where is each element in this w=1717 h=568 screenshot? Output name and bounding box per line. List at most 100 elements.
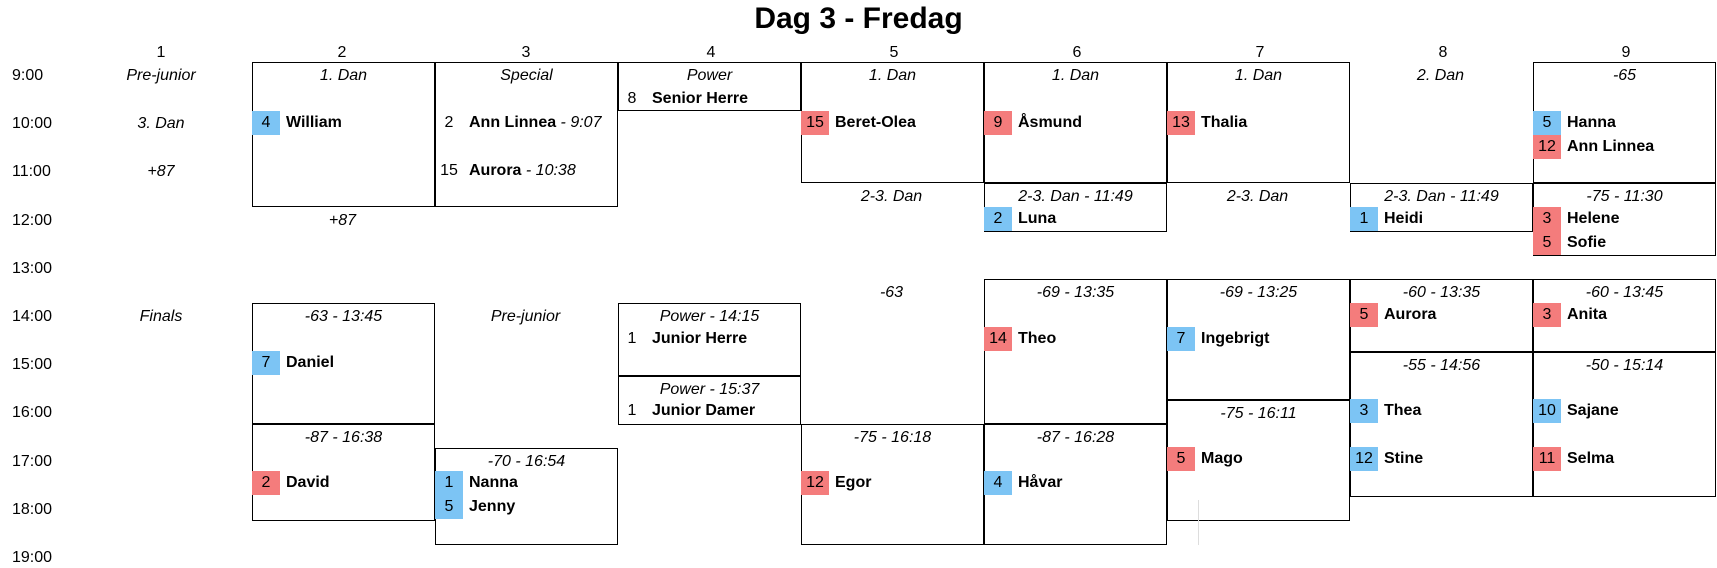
column-number: 4 [706, 44, 716, 61]
seed-number: 12 [1350, 447, 1378, 471]
competitor-name: Ann Linnea [469, 114, 557, 131]
competitor-entry[interactable]: 8 Senior Herre [618, 87, 749, 111]
match-label: Power [686, 67, 733, 84]
division-label: -63 [879, 284, 904, 301]
competitor-name: Beret-Olea [835, 114, 916, 131]
seed-number: 9 [984, 111, 1012, 135]
time-label: 13:00 [12, 259, 53, 277]
match-label: Power - 15:37 [659, 381, 760, 398]
competitor-name: Hanna [1567, 114, 1616, 131]
competitor-entry[interactable]: 14 Theo [984, 327, 1056, 351]
seed-number: 2 [444, 114, 454, 131]
competitor-name: Stine [1384, 450, 1424, 467]
competitor-name: Ann Linnea [1567, 138, 1655, 155]
seed-number: 4 [984, 471, 1012, 495]
seed-number: 1 [627, 402, 637, 419]
competitor-name: Aurora [469, 162, 522, 179]
column-number: 6 [1072, 44, 1082, 61]
competitor-entry[interactable]: 12 Stine [1350, 447, 1423, 471]
match-label: -60 - 13:35 [1402, 284, 1481, 301]
competitor-entry[interactable]: 15 Beret-Olea [801, 111, 916, 135]
competitor-name: Heidi [1384, 210, 1424, 227]
column-number: 2 [337, 44, 347, 61]
competitor-entry[interactable]: 3 Helene [1533, 207, 1619, 231]
match-box [1533, 352, 1716, 497]
seed-number: 5 [1533, 231, 1561, 255]
match-box [618, 62, 801, 111]
column-label: Pre-junior [126, 67, 196, 84]
competitor-name: Håvar [1018, 474, 1063, 491]
competitor-name: Daniel [286, 354, 335, 371]
match-label: -69 - 13:35 [1036, 284, 1115, 301]
match-box [618, 303, 801, 376]
column-label: +87 [147, 163, 175, 180]
match-label: -55 - 14:56 [1402, 357, 1481, 374]
competitor-entry[interactable]: 5 Sofie [1533, 231, 1606, 255]
competitor-name: Theo [1018, 330, 1057, 347]
competitor-name: William [286, 114, 342, 131]
division-label: 2. Dan [1416, 67, 1465, 84]
competitor-name: Thalia [1201, 114, 1248, 131]
competitor-name: Jenny [469, 498, 516, 515]
time-label: 10:00 [12, 115, 53, 133]
competitor-entry[interactable]: 9 Åsmund [984, 111, 1082, 135]
seed-number: 8 [627, 90, 637, 107]
match-label: -75 - 16:18 [853, 429, 932, 446]
time-label: 17:00 [12, 452, 53, 470]
column-number: 9 [1621, 44, 1631, 61]
competitor-entry[interactable]: 4 Håvar [984, 471, 1062, 495]
time-label: 9:00 [12, 67, 44, 84]
match-box [984, 279, 1167, 424]
competitor-name: Junior Damer [652, 402, 756, 419]
competitor-name: Sofie [1567, 234, 1607, 251]
column-label: Finals [139, 308, 183, 325]
division-label: Pre-junior [490, 308, 561, 325]
seed-number: 3 [1533, 207, 1561, 231]
time-label: 12:00 [12, 211, 53, 229]
seed-number: 11 [1533, 447, 1561, 471]
competitor-entry[interactable]: 4 William [252, 111, 342, 135]
match-label: -87 - 16:28 [1036, 429, 1115, 446]
seed-number: 10 [1533, 399, 1561, 423]
competitor-name: Åsmund [1018, 114, 1082, 131]
column-number: 3 [521, 44, 531, 61]
time-label: 14:00 [12, 308, 53, 325]
seed-number: 2 [252, 471, 280, 495]
competitor-entry[interactable]: 5 Hanna [1533, 111, 1616, 135]
competitor-name: Senior Herre [652, 90, 749, 107]
competitor-name: Helene [1567, 210, 1620, 227]
seed-number: 15 [801, 111, 829, 135]
match-box [435, 62, 618, 207]
column-number: 8 [1438, 44, 1448, 61]
division-label: 2-3. Dan [860, 188, 923, 205]
competitor-name: Aurora [1384, 306, 1437, 323]
seed-number: 14 [984, 327, 1012, 351]
time-label: 15:00 [12, 356, 53, 374]
column-number: 7 [1255, 44, 1265, 61]
competitor-name: Egor [835, 474, 872, 491]
time-label: 16:00 [12, 404, 53, 422]
seed-number: 5 [1533, 111, 1561, 135]
seed-number: 4 [252, 111, 280, 135]
match-label: Special [500, 67, 553, 84]
competitor-entry[interactable]: 1 Junior Damer [618, 399, 756, 423]
